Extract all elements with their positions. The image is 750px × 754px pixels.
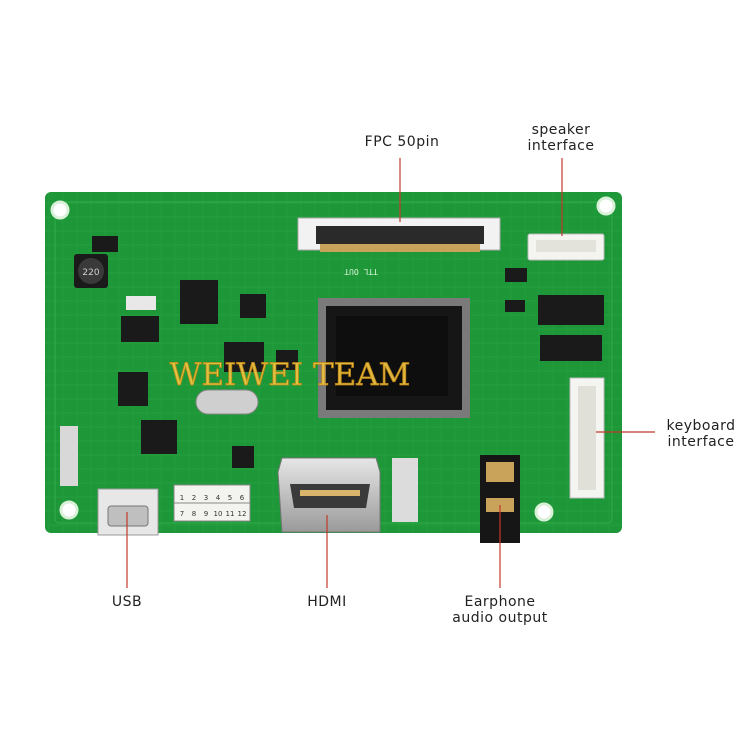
grid-cell: 4: [216, 494, 221, 502]
fpc-label: FPC 50pin: [352, 134, 452, 150]
keyboard-label-line1: keyboard: [666, 418, 736, 434]
speaker-label-line2: interface: [527, 138, 595, 154]
hdmi-label: HDMI: [292, 594, 362, 610]
earphone-label: Earphone audio output: [440, 594, 560, 626]
keyboard-connector: [569, 377, 605, 499]
hdmi-label-text: HDMI: [307, 594, 347, 610]
fpc-label-text: FPC 50pin: [364, 134, 440, 150]
crystal: [195, 389, 259, 415]
main-chip: [318, 298, 470, 418]
inductor: [78, 258, 104, 284]
watermark: WEIWEI TEAM: [170, 357, 411, 393]
grid-cell: 9: [204, 510, 208, 518]
grid-cell: 11: [226, 510, 235, 518]
mounting-holes: [50, 196, 616, 522]
grid-cell: 8: [192, 510, 196, 518]
earphone-label-line2: audio output: [452, 610, 548, 626]
edge-pads: [60, 426, 78, 486]
grid-cell: 2: [192, 494, 196, 502]
inductor-label: 220: [82, 268, 99, 278]
usb-port: [97, 488, 159, 536]
speaker-label-line1: speaker: [531, 122, 591, 138]
keyboard-label: keyboard interface: [660, 418, 742, 450]
earphone-label-line1: Earphone: [464, 594, 536, 610]
usb-label-text: USB: [111, 594, 143, 610]
grid-cell: 10: [214, 510, 223, 518]
hdmi-port: [277, 457, 381, 533]
keyboard-label-line2: interface: [667, 434, 735, 450]
pin-grid: [173, 484, 251, 522]
grid-cell: 7: [180, 510, 184, 518]
leader-lines: [126, 158, 655, 588]
grid-cell: 12: [238, 510, 247, 518]
grid-cell: 3: [204, 494, 208, 502]
fpc-connector: [297, 217, 501, 252]
grid-cell: 1: [180, 494, 184, 502]
speaker-label: speaker interface: [515, 122, 607, 154]
grid-cell: 6: [240, 494, 245, 502]
grid-cell: 5: [228, 494, 232, 502]
speaker-connector: [527, 233, 605, 261]
ttl-silkscreen: TTL OUT: [344, 267, 378, 276]
resistor-column: [392, 458, 418, 522]
usb-label: USB: [97, 594, 157, 610]
right-ics: [505, 268, 604, 361]
